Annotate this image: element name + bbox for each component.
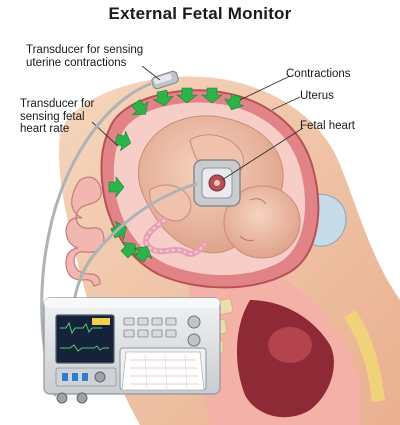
diagram-title: External Fetal Monitor (108, 4, 292, 23)
label-contractions: Contractions (286, 68, 351, 80)
intestines (65, 176, 105, 287)
label-line: Transducer for sensing (26, 44, 144, 56)
green-arrow-icon (133, 246, 153, 263)
label-uterus: Uterus (300, 90, 334, 102)
green-arrow-icon (201, 87, 223, 104)
label-fetal-heart: Fetal heart (300, 120, 355, 132)
contraction-arrows (108, 87, 245, 263)
label-transducer-heart-rate: Transducer for sensing fetal heart rate (20, 98, 120, 136)
label-line: uterine contractions (26, 56, 127, 69)
contraction-transducer (151, 70, 179, 90)
green-arrow-icon (152, 89, 174, 107)
green-arrow-icon (120, 242, 137, 259)
heart-rate-transducer (193, 159, 241, 207)
green-arrow-icon (224, 93, 245, 111)
label-transducer-contractions: Transducer for sensing uterine contracti… (26, 44, 196, 69)
green-arrow-icon (108, 176, 125, 198)
green-arrow-icon (176, 87, 198, 104)
label-line: sensing fetal (20, 110, 85, 123)
green-arrow-icon (114, 130, 132, 152)
label-line: Transducer for (20, 98, 95, 110)
label-line: heart rate (20, 123, 70, 135)
green-arrow-icon (131, 99, 149, 115)
fetal-monitor-device (43, 297, 221, 404)
